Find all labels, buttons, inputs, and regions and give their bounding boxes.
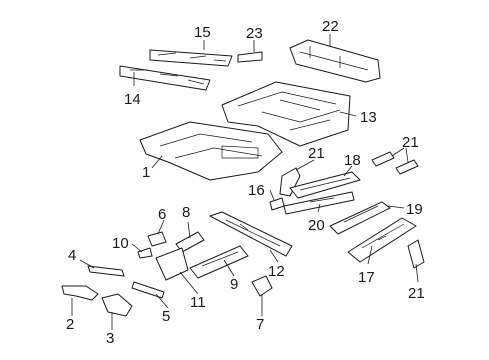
part-15-crossmember bbox=[149, 49, 233, 67]
callout-10: 10 bbox=[112, 235, 129, 252]
callout-19: 19 bbox=[406, 201, 423, 218]
callout-20: 20 bbox=[308, 217, 325, 234]
part-21-bracket-lower bbox=[407, 239, 425, 269]
callout-12: 12 bbox=[268, 263, 285, 280]
callout-21-lower: 21 bbox=[408, 285, 425, 302]
callout-13: 13 bbox=[360, 109, 377, 126]
callout-21-upper: 21 bbox=[308, 145, 325, 162]
callout-3: 3 bbox=[106, 330, 114, 347]
callout-4: 4 bbox=[68, 247, 76, 264]
callout-24: 23 bbox=[246, 25, 263, 42]
callout-18: 18 bbox=[344, 152, 361, 169]
part-12-long-rail bbox=[209, 211, 293, 257]
part-2-bracket bbox=[61, 285, 99, 301]
callout-8: 8 bbox=[182, 204, 190, 221]
part-4-strip bbox=[87, 265, 125, 277]
part-7-bracket bbox=[251, 275, 273, 297]
callout-2: 2 bbox=[66, 316, 74, 333]
part-11-bracket bbox=[155, 247, 189, 281]
part-14-crossmember bbox=[119, 65, 211, 91]
leader-lines bbox=[71, 34, 419, 330]
callout-16: 16 bbox=[248, 182, 265, 199]
part-22-brackets bbox=[371, 151, 419, 175]
callout-1: 1 bbox=[142, 164, 150, 181]
part-16-bracket bbox=[269, 197, 285, 211]
part-3-bracket bbox=[101, 293, 133, 317]
part-10-bracket bbox=[137, 247, 153, 259]
part-18-rail bbox=[289, 171, 361, 199]
callout-11: 11 bbox=[190, 294, 206, 311]
part-21-bracket-upper bbox=[279, 167, 301, 197]
part-9-sill bbox=[189, 245, 249, 279]
part-1-front-floor-pan bbox=[139, 121, 283, 181]
part-6-block bbox=[147, 231, 167, 247]
part-5-strip bbox=[131, 281, 165, 299]
callout-9: 9 bbox=[230, 276, 238, 293]
callout-14: 14 bbox=[124, 91, 141, 108]
part-19-side-rail bbox=[329, 201, 391, 235]
part-13-rear-floor-pan bbox=[221, 81, 351, 147]
callout-22: 21 bbox=[402, 134, 419, 151]
part-17-side-rail bbox=[347, 217, 417, 263]
part-20-crossmember bbox=[283, 191, 355, 215]
callout-17: 17 bbox=[358, 269, 375, 286]
callout-6: 6 bbox=[158, 206, 166, 223]
callout-15: 15 bbox=[194, 24, 211, 41]
part-24-pad bbox=[237, 51, 263, 63]
part-23-rear-panel bbox=[289, 39, 381, 83]
callout-23: 22 bbox=[322, 18, 339, 35]
callout-7: 7 bbox=[256, 316, 264, 333]
callout-5: 5 bbox=[162, 308, 170, 325]
